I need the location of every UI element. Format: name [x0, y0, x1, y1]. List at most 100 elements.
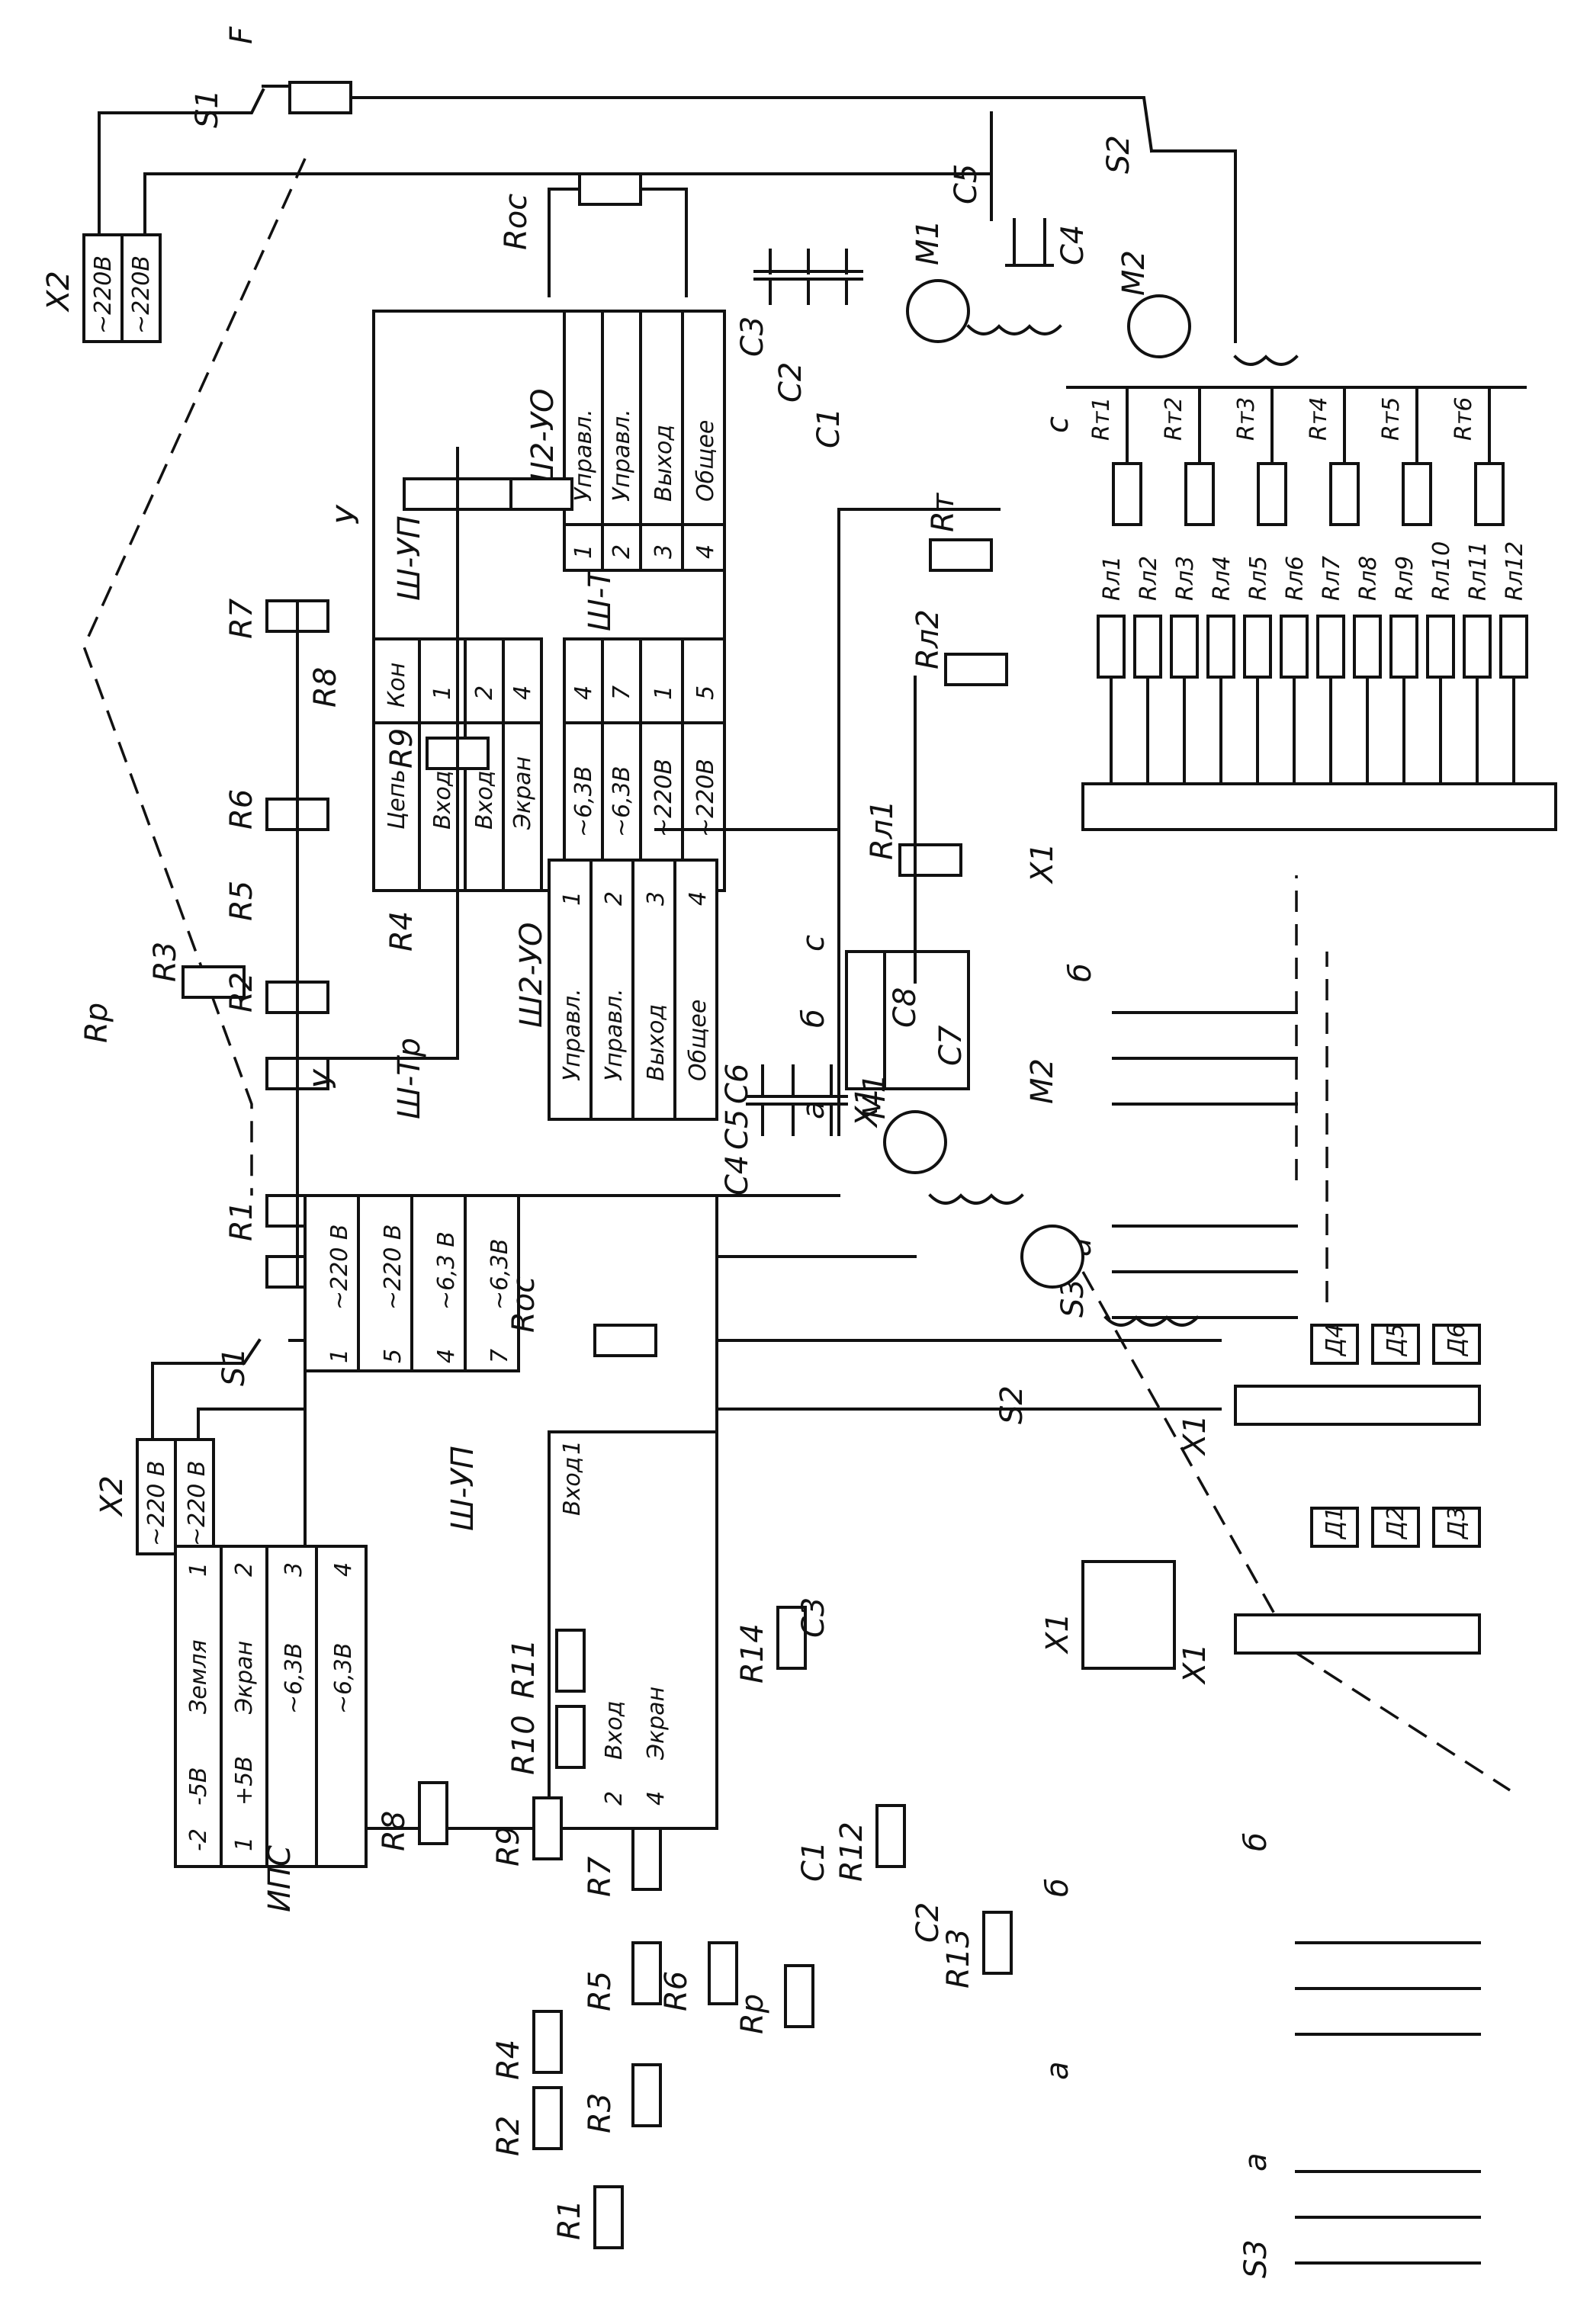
- bottom-rt-r4: Общее: [685, 1000, 712, 1081]
- top-circuit: ~220В ~220В X2 S1 F S2 У Ш-УП Кон Цепь 1…: [41, 26, 1557, 1319]
- bottom-r5-label: R5: [583, 1971, 618, 2011]
- top-bt-r2c1: 7: [609, 685, 635, 700]
- bottom-d4: Д4: [1322, 1323, 1348, 1357]
- bottom-circuit: ~220 В ~220 В X2 S1 F S2 У Ш-Тр ~220 В ~…: [95, 859, 1511, 2278]
- bottom-ips-r1: Земля: [185, 1639, 212, 1714]
- bottom-wire-b: б: [1040, 1878, 1075, 1897]
- top-left-hdr-1: Кон: [384, 663, 410, 708]
- top-rt-r1c1: Управл.: [570, 409, 597, 502]
- top-left-r1c1: 1: [429, 685, 456, 700]
- bottom-rp-label: Rp: [735, 1994, 770, 2034]
- bottom-rt-n3: 3: [643, 891, 670, 906]
- bottom-rt-n2: 2: [601, 891, 628, 906]
- top-bt-r1c2: ~6,3В: [570, 766, 597, 837]
- bottom-r13-label: R13: [941, 1928, 976, 1989]
- bottom-x1-terminal: [1081, 1560, 1176, 1670]
- bottom-r14-label: R14: [735, 1623, 770, 1684]
- bottom-m2-motor: [1020, 1225, 1084, 1289]
- bottom-c2-label: C2: [911, 1902, 946, 1943]
- bottom-r11-label: R11: [506, 1639, 541, 1699]
- top-rt-r2c2: 2: [609, 544, 635, 559]
- bottom-rt-r1: Управл.: [559, 988, 586, 1081]
- bottom-resistor-body: [875, 1804, 906, 1868]
- bottom-c4-label: C4: [720, 1155, 755, 1196]
- top-r4-label: R4: [384, 911, 419, 952]
- bottom-resistor-body: [555, 1705, 586, 1769]
- top-rl-label: Rл10: [1428, 541, 1455, 601]
- top-rl-label: Rл11: [1465, 541, 1492, 601]
- top-rl-resistor: [1316, 615, 1345, 679]
- bottom-c7-label: C7: [933, 1025, 968, 1066]
- bottom-it-n3: 4: [643, 1791, 670, 1806]
- bottom-resistor-body: [593, 2185, 624, 2249]
- top-left-r2c2: Вход: [471, 771, 498, 830]
- top-bt-r2c2: ~6,3В: [609, 766, 635, 837]
- top-r7-label: R7: [224, 598, 259, 639]
- bottom-c5-label: C5: [720, 1109, 755, 1150]
- top-ms-wire-c: с: [1040, 416, 1075, 433]
- bottom-resistors: [418, 1606, 1013, 2249]
- bottom-resistor-body: [418, 1781, 448, 1845]
- bottom-ips-n3: 3: [281, 1562, 307, 1577]
- top-rt-resistor: [1474, 462, 1505, 526]
- bottom-it-r3: Экран: [643, 1687, 670, 1761]
- bottom-r9-label: R9: [491, 1826, 526, 1867]
- top-s2-label: S2: [1101, 135, 1136, 174]
- top-left-r2c1: 2: [471, 685, 498, 700]
- bottom-resistor-body: [532, 2010, 563, 2074]
- bottom-s1-label: S1: [217, 1347, 252, 1386]
- bottom-ips-n2: 2: [231, 1562, 258, 1577]
- bottom-sensor-group-2: X1 Д4 Д5 Д6: [1177, 1323, 1481, 1456]
- top-right-title: Ш2-УО: [525, 388, 561, 494]
- bottom-resistor-body: [982, 1911, 1013, 1975]
- bottom-r8-label: R8: [377, 1811, 412, 1851]
- top-rt-resistor: [1402, 462, 1432, 526]
- top-c4-label: C4: [1055, 225, 1091, 265]
- top-bt-r3c2: ~220В: [650, 759, 677, 837]
- bottom-lt-r4: ~6,3В: [487, 1239, 513, 1310]
- bottom-ips-l2v: +5В: [231, 1756, 258, 1806]
- top-bt-r3c1: 1: [650, 685, 677, 700]
- bottom-s2-label: S2: [994, 1385, 1030, 1424]
- top-rl-resistor: [1280, 615, 1309, 679]
- top-rl-label: Rл9: [1392, 556, 1418, 601]
- bottom-rt-n4: 4: [685, 891, 712, 906]
- bottom-lt-r3: ~6,3 В: [433, 1231, 460, 1310]
- top-rt-label: Rт5: [1378, 397, 1405, 441]
- top-rt-resistor: [1184, 462, 1215, 526]
- top-rl-resistor: [1499, 615, 1528, 679]
- top-rl-label: Rл5: [1245, 556, 1272, 601]
- top-m1-motor: [906, 279, 970, 343]
- bottom-resistor-body: [631, 2063, 662, 2127]
- bottom-lt-n1: 1: [326, 1349, 353, 1363]
- top-x1-label: X1: [850, 1087, 885, 1128]
- top-m1-label: M1: [911, 220, 946, 265]
- bottom-ips-r4: ~6,3В: [330, 1643, 357, 1714]
- bottom-resistor-body: [631, 1941, 662, 2005]
- top-fuse: [288, 81, 352, 114]
- top-rl-label: Rл12: [1502, 541, 1528, 601]
- top-r3-label: R3: [148, 942, 183, 982]
- top-rt-r4c1: Общее: [692, 420, 719, 502]
- top-rt-label: Rт: [926, 492, 961, 532]
- top-m2-motor: [1127, 294, 1191, 358]
- top-bt-r1c1: 4: [570, 685, 597, 700]
- bottom-lt-r2: ~220 В: [380, 1224, 406, 1310]
- top-x2-pin-1: ~220В: [90, 255, 117, 334]
- top-c2-label: C2: [773, 362, 808, 403]
- bottom-r10-label: R10: [506, 1715, 541, 1775]
- top-wire-b: б: [796, 1009, 831, 1028]
- bottom-r3-label: R3: [583, 2093, 618, 2133]
- top-c3-label: C3: [735, 316, 770, 357]
- top-roc-resistor: [578, 172, 642, 206]
- top-rl2-label: Rл2: [911, 609, 946, 669]
- bottom-it-n1: 1: [559, 1440, 586, 1455]
- top-rl1-label: Rл1: [865, 800, 900, 860]
- top-r5-label: R5: [224, 881, 259, 921]
- top-rt-resistor: [1257, 462, 1287, 526]
- bottom-ips-l1n: -2: [185, 1828, 212, 1851]
- bottom-s3-b: б: [1238, 1832, 1274, 1851]
- bottom-rt-r3: Выход: [643, 1004, 670, 1081]
